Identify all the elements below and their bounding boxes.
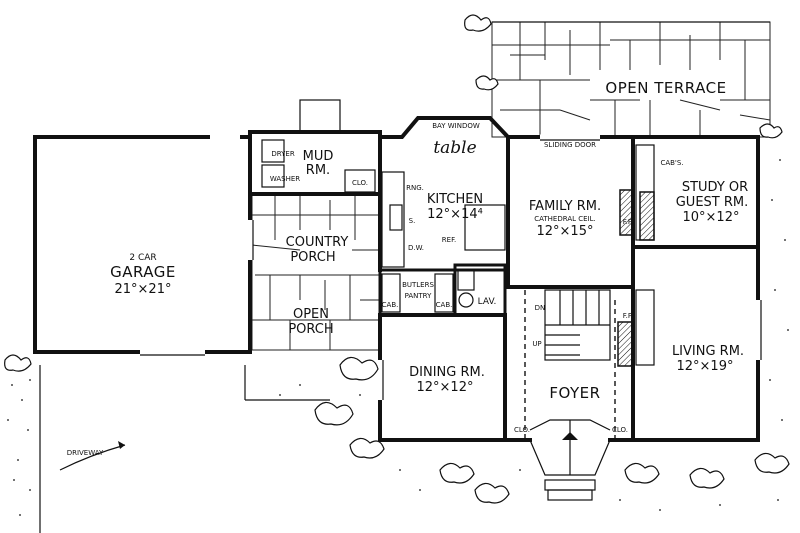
foyer-label: FOYER (549, 384, 600, 402)
mud-room-label-line2: RM. (306, 163, 330, 178)
foyer (503, 290, 637, 501)
family-room-dims: 12°×15° (537, 224, 594, 239)
driveway-label: DRIVEWAY (67, 449, 104, 457)
bay-window-label: BAY WINDOW (432, 122, 480, 130)
foyer-closet-right: CLO. (612, 426, 628, 434)
stair-up-label: UP (532, 340, 541, 348)
family-room-label: FAMILY RM. (529, 199, 601, 214)
pantry-cabinet-right: CAB. (436, 301, 453, 309)
garage-label-line1: 2 CAR (129, 253, 156, 263)
living-room-dims: 12°×19° (677, 359, 734, 374)
study-label-line1: STUDY OR (682, 180, 748, 195)
dining-room (377, 313, 507, 442)
garage (33, 134, 254, 356)
garage-label-line2: GARAGE (110, 263, 176, 281)
range-label: RNG. (406, 184, 424, 192)
mud-room-label-line1: MUD (303, 149, 334, 164)
sink-label: S. (409, 217, 416, 225)
foyer-closet-left: CLO. (514, 426, 530, 434)
cabinets-label: CAB'S. (660, 159, 683, 167)
butlers-pantry-label-line1: BUTLERS (402, 281, 434, 289)
butlers-pantry-label-line2: PANTRY (405, 292, 432, 300)
open-terrace-label: OPEN TERRACE (605, 79, 726, 97)
dining-room-dims: 12°×12° (417, 380, 474, 395)
open-porch-label-line2: PORCH (288, 322, 333, 337)
kitchen-label: KITCHEN (427, 192, 483, 207)
refrigerator-label: REF. (442, 236, 456, 244)
lavatory (453, 263, 507, 317)
living-room (617, 245, 762, 442)
sliding-door-label: SLIDING DOOR (544, 141, 596, 149)
dryer-label: DRYER (271, 150, 295, 158)
mud-closet-label: CLO. (352, 179, 368, 187)
study-dims: 10°×12° (683, 210, 740, 225)
driveway (39, 365, 330, 533)
kitchen-dims: 12°×14⁴ (427, 207, 483, 222)
family-fireplace-label: F.P. (623, 218, 633, 226)
open-porch-label-line1: OPEN (293, 307, 329, 322)
table-label: table (433, 138, 476, 158)
stairs (544, 289, 611, 361)
country-porch-label-line2: PORCH (290, 250, 335, 265)
garage-dims: 21°×21° (115, 282, 172, 297)
family-room-sublabel: CATHEDRAL CEIL. (534, 215, 595, 223)
dining-room-label: DINING RM. (409, 365, 485, 380)
lav-label: LAV. (478, 297, 497, 307)
room-labels: 2 CAR GARAGE 21°×21° MUD RM. DRYER WASHE… (67, 79, 749, 457)
living-room-label: LIVING RM. (672, 344, 744, 359)
study-label-line2: GUEST RM. (676, 195, 749, 210)
country-porch-label-line1: COUNTRY (286, 235, 349, 250)
pantry-cabinet-left: CAB. (382, 301, 399, 309)
dishwasher-label: D.W. (408, 244, 424, 252)
washer-label: WASHER (270, 175, 300, 183)
living-fireplace-label: F.P. (623, 312, 633, 320)
stair-down-label: DN (535, 304, 546, 312)
landscape-shrubs (4, 14, 790, 516)
